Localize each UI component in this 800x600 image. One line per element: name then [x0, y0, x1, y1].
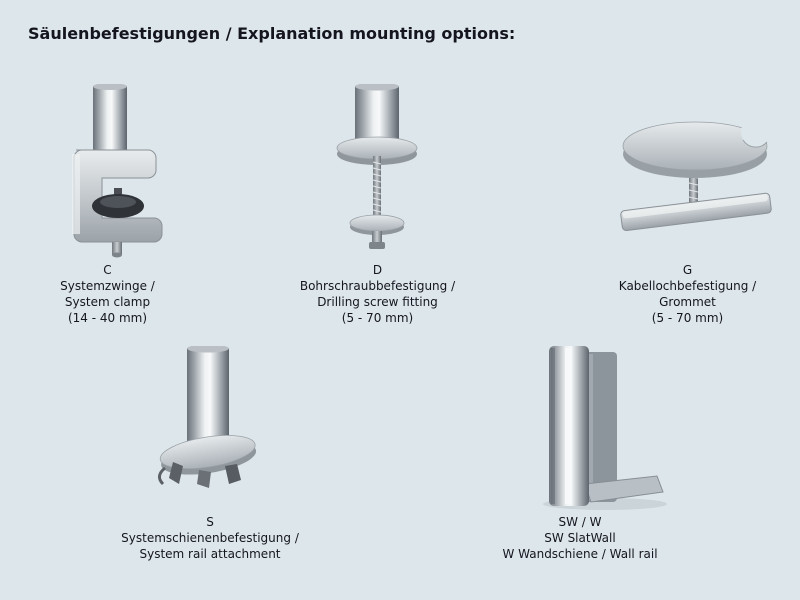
- option-name-en: Grommet: [659, 295, 716, 309]
- option-name-de: Bohrschraubbefestigung /: [299, 279, 456, 293]
- option-code: G: [682, 263, 693, 277]
- option-name-en: System rail attachment: [139, 547, 281, 561]
- option-code: D: [372, 263, 383, 277]
- option-name-de: Systemschienenbefestigung /: [121, 531, 299, 545]
- system-rail-illustration: [158, 346, 257, 488]
- option-code: SW / W: [558, 515, 602, 529]
- mounting-option-d: D Bohrschraubbefestigung / Drilling scre…: [270, 84, 485, 326]
- slatwall-rail-illustration: [543, 346, 667, 510]
- caption-option-c: C Systemzwinge / System clamp (14 - 40 m…: [60, 262, 155, 326]
- grommet-illustration: [620, 117, 772, 231]
- drilling-screw-illustration: [336, 84, 418, 249]
- caption-option-g: G Kabellochbefestigung / Grommet (5 - 70…: [619, 262, 756, 326]
- caption-option-s: S Systemschienenbefestigung / System rai…: [121, 514, 299, 562]
- option-name-de: Kabellochbefestigung /: [618, 279, 757, 293]
- option-code: C: [103, 263, 112, 277]
- option-range: (14 - 40 mm): [67, 311, 148, 325]
- mounting-option-g: G Kabellochbefestigung / Grommet (5 - 70…: [575, 84, 800, 326]
- option-name-en: Drilling screw fitting: [317, 295, 438, 309]
- option-code: S: [206, 515, 214, 529]
- mounting-option-c: C Systemzwinge / System clamp (14 - 40 m…: [15, 84, 200, 326]
- option-name-en: System clamp: [64, 295, 151, 309]
- caption-option-sw-w: SW / W SW SlatWall W Wandschiene / Wall …: [502, 514, 657, 562]
- option-name-de: SW SlatWall: [544, 531, 616, 545]
- system-clamp-illustration: [72, 84, 163, 258]
- caption-option-d: D Bohrschraubbefestigung / Drilling scre…: [300, 262, 455, 326]
- option-range: (5 - 70 mm): [651, 311, 724, 325]
- option-name-en: W Wandschiene / Wall rail: [502, 547, 658, 561]
- option-name-de: Systemzwinge /: [60, 279, 155, 293]
- page-title: Säulenbefestigungen / Explanation mounti…: [28, 24, 516, 43]
- option-range: (5 - 70 mm): [341, 311, 414, 325]
- mounting-option-sw-w: SW / W SW SlatWall W Wandschiene / Wall …: [465, 346, 695, 562]
- mounting-option-s: S Systemschienenbefestigung / System rai…: [95, 346, 325, 562]
